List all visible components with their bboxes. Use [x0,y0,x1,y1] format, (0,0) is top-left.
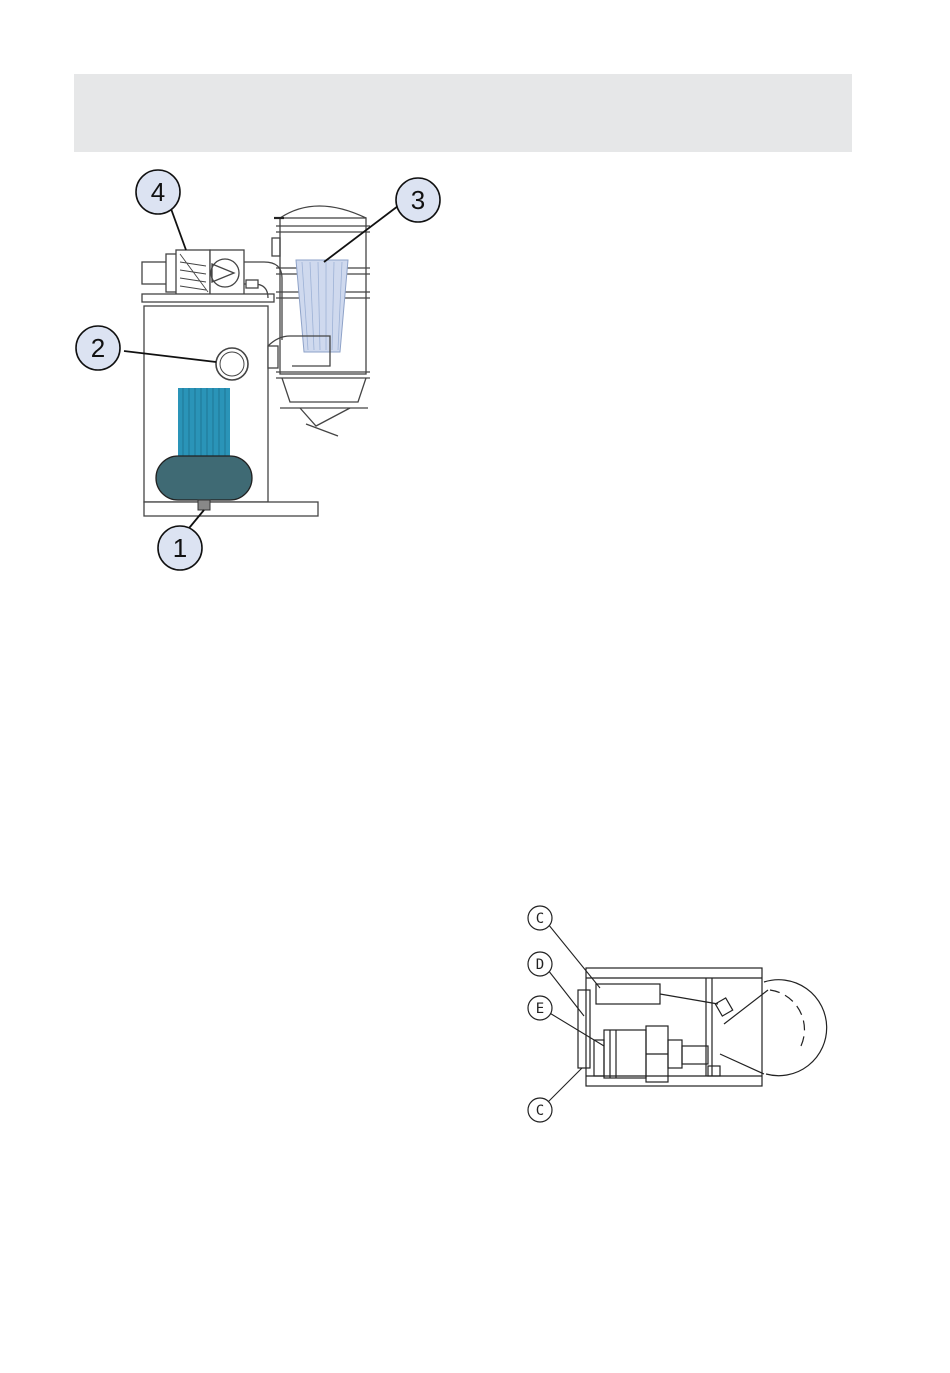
callout-2: 2 [76,326,120,370]
svg-text:E: E [536,1001,544,1017]
plan-motor [594,1026,720,1082]
callout-4: 4 [136,170,180,214]
svg-text:C: C [536,911,544,927]
svg-text:2: 2 [91,333,105,363]
fan-motor [142,250,282,302]
plan-leader-lines [548,924,604,1102]
callout-e: E [528,996,552,1020]
callout-1: 1 [158,526,202,570]
callout-c-bottom: C [528,1098,552,1122]
svg-text:3: 3 [411,185,425,215]
callout-d: D [528,952,552,976]
plan-hose [720,980,827,1076]
callout-3: 3 [396,178,440,222]
blue-filter [178,388,230,460]
svg-text:1: 1 [173,533,187,563]
inlet-port [216,348,248,380]
collector-diagram: 4 2 3 1 [68,166,468,586]
callout-c-top: C [528,906,552,930]
header-band [74,74,852,152]
plan-view-diagram: C D E C [520,898,840,1130]
filter-cartridge [296,260,348,352]
svg-text:C: C [536,1103,544,1119]
svg-text:D: D [536,957,544,973]
svg-text:4: 4 [151,177,165,207]
